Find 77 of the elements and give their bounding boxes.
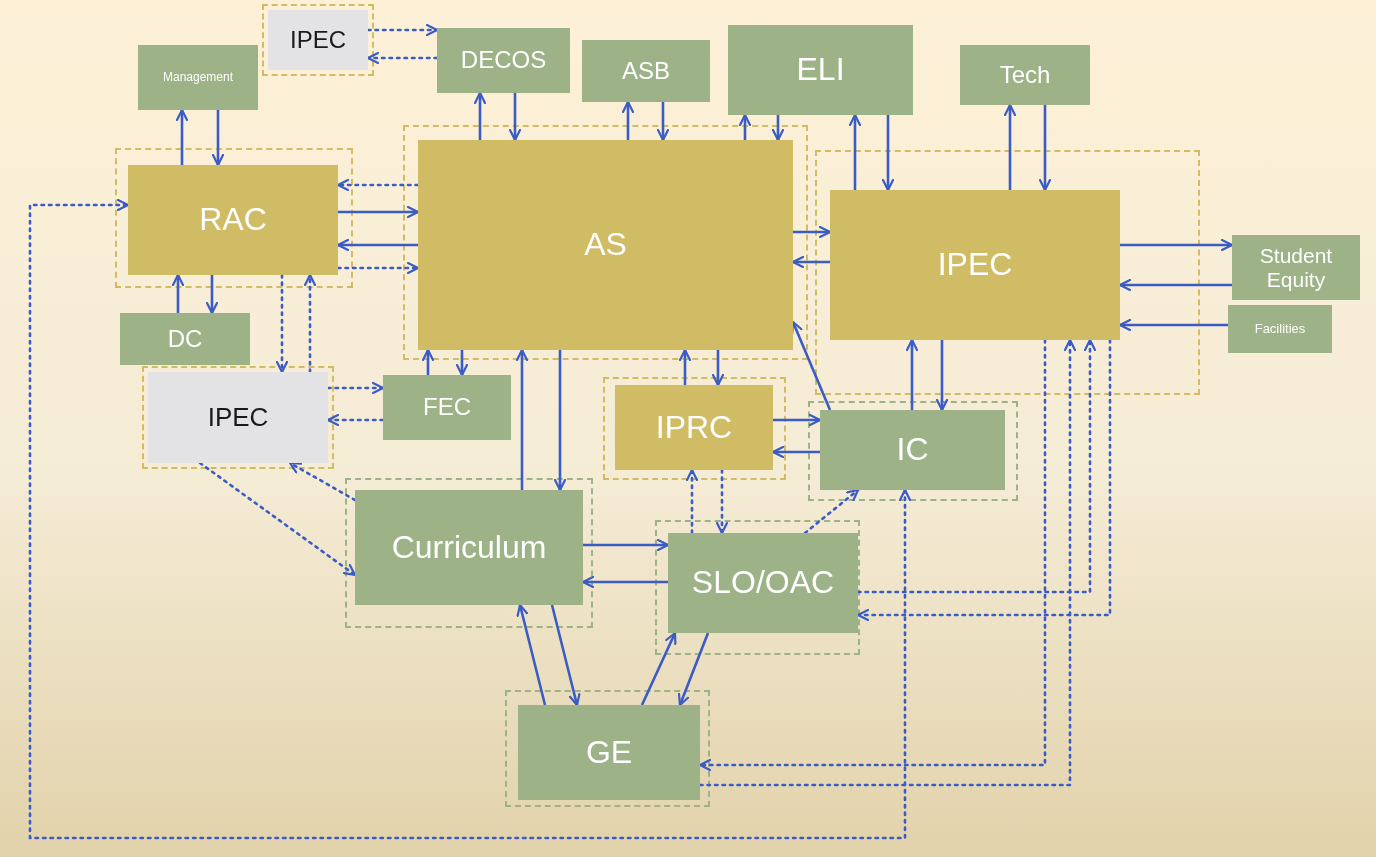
box-label: IPEC	[207, 403, 269, 432]
arrow	[205, 275, 219, 315]
box-label: FEC	[423, 394, 471, 421]
arrow	[881, 115, 895, 192]
dotted-arrow	[275, 273, 289, 374]
box-label: IPEC	[290, 26, 346, 54]
box-label: ASB	[622, 57, 670, 85]
box-label: GE	[585, 734, 633, 771]
process-box	[437, 28, 570, 93]
arrow	[935, 340, 949, 412]
arrow	[421, 348, 435, 375]
process-box	[820, 410, 1005, 490]
process-box	[138, 45, 258, 110]
arrow	[1120, 238, 1234, 252]
box-label: AS	[584, 227, 627, 263]
box-label: SLO/OAC	[691, 565, 835, 601]
arrow	[678, 348, 692, 385]
box-label: Student Equity	[1258, 244, 1334, 291]
process-box	[830, 190, 1120, 340]
arrow	[640, 631, 677, 706]
arrow	[175, 108, 189, 165]
arrow	[656, 102, 670, 142]
dotted-arrow	[803, 488, 860, 535]
arrow	[848, 113, 862, 190]
dotted-arrow	[303, 273, 317, 374]
arrow	[621, 100, 635, 140]
dotted-arrow	[28, 198, 912, 840]
box-label: DC	[167, 325, 203, 353]
arrow	[516, 603, 547, 706]
arrow	[583, 538, 670, 552]
process-box	[268, 10, 368, 70]
dotted-arrow	[198, 461, 357, 577]
process-box	[615, 385, 773, 470]
process-box	[1232, 235, 1360, 300]
arrow	[773, 413, 822, 427]
arrow	[550, 604, 581, 707]
box-label: RAC	[199, 202, 267, 238]
box-label: Tech	[999, 61, 1051, 89]
arrow	[1003, 103, 1017, 190]
box-label: ELI	[796, 52, 845, 88]
arrow	[771, 115, 785, 142]
box-label: IPEC	[937, 247, 1013, 283]
process-box	[668, 533, 858, 633]
dotted-arrow	[715, 468, 729, 535]
arrow	[905, 338, 919, 410]
arrow	[171, 273, 185, 313]
process-box	[418, 140, 793, 350]
dotted-arrow	[288, 461, 357, 502]
box-label: IC	[896, 432, 929, 468]
arrow	[677, 632, 710, 707]
arrow	[515, 348, 529, 490]
arrow	[1038, 105, 1052, 192]
box-label: Management	[162, 70, 233, 85]
process-box	[355, 490, 583, 605]
arrow	[793, 225, 832, 239]
process-box	[728, 25, 913, 115]
process-box	[148, 372, 328, 463]
process-box	[960, 45, 1090, 105]
arrow	[711, 350, 725, 387]
arrow	[455, 350, 469, 377]
arrow	[338, 205, 420, 219]
box-label: IPRC	[655, 409, 733, 446]
box-label: Curriculum	[391, 529, 547, 566]
process-box	[383, 375, 511, 440]
arrow	[211, 110, 225, 167]
box-label: Facilities	[1254, 321, 1306, 337]
arrow	[738, 113, 752, 140]
process-box	[128, 165, 338, 275]
process-box	[1228, 305, 1332, 353]
arrow	[553, 350, 567, 492]
dotted-arrow	[685, 468, 699, 535]
process-box	[582, 40, 710, 102]
process-box	[120, 313, 250, 365]
process-box	[518, 705, 700, 800]
arrow	[473, 91, 487, 140]
box-label: DECOS	[460, 47, 547, 74]
arrow	[508, 93, 522, 142]
